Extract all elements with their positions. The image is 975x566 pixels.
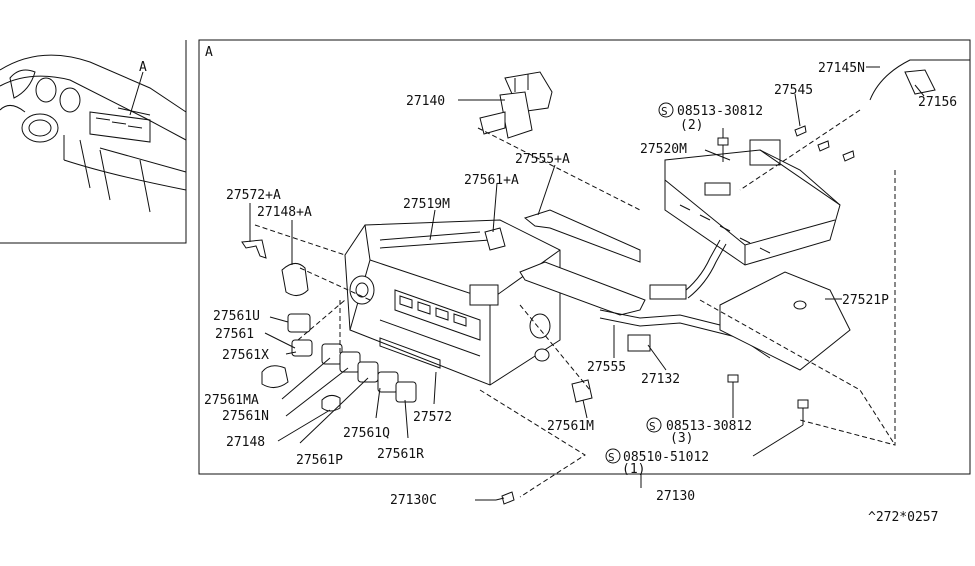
label-27561M: 27561M [547, 419, 594, 434]
label-27572A: 27572+A [226, 188, 281, 203]
push-buttons [261, 313, 441, 412]
label-27130C: 27130C [390, 493, 437, 508]
callout-labels: 27140 27145N 27156 27545 S 08513-30812 (… [204, 61, 957, 525]
label-27572: 27572 [413, 410, 452, 425]
label-27561U: 27561U [213, 309, 260, 324]
label-27148A: 27148+A [257, 205, 312, 220]
amplifier-part [664, 139, 841, 266]
frame-label: A [205, 45, 213, 60]
label-27561: 27561 [215, 327, 254, 342]
label-27561P: 27561P [296, 453, 343, 468]
sensor-cable [869, 59, 970, 101]
callout-08513-lower: S 08513-30812 (3) [646, 417, 752, 446]
label-27561A: 27561+A [464, 173, 519, 188]
label-08510: 08510-51012 [623, 450, 709, 465]
callout-08510: S 08510-51012 (1) [605, 448, 709, 477]
label-27148: 27148 [226, 435, 265, 450]
callout-08513-upper: S 08513-30812 (2) [658, 102, 763, 133]
s-symbol: S [649, 420, 656, 433]
label-27130: 27130 [656, 489, 695, 504]
qty-08510: (1) [622, 462, 645, 477]
label-27521P: 27521P [842, 293, 889, 308]
label-27555: 27555 [587, 360, 626, 375]
label-27156: 27156 [918, 95, 957, 110]
screws [495, 125, 855, 505]
label-27545: 27545 [774, 83, 813, 98]
s-symbol: S [608, 451, 615, 464]
leader-lines [249, 66, 925, 501]
label-27145N: 27145N [818, 61, 865, 76]
footer-code: ^272*0257 [868, 510, 938, 525]
label-27555A: 27555+A [515, 152, 570, 167]
part-drawings [241, 59, 970, 505]
label-27132: 27132 [641, 372, 680, 387]
clip-part [241, 239, 267, 259]
label-27561X: 27561X [222, 348, 269, 363]
socket-m-part [571, 379, 593, 403]
label-27519M: 27519M [403, 197, 450, 212]
label-27561N: 27561N [222, 409, 269, 424]
label-08513-lower: 08513-30812 [666, 419, 752, 434]
wire-harness-part [519, 209, 771, 359]
knob-part [281, 263, 309, 296]
label-27140: 27140 [406, 94, 445, 109]
s-symbol: S [661, 105, 668, 118]
socket-part [484, 227, 506, 251]
inset-dashboard-view: A [0, 40, 187, 244]
inset-callout-label: A [139, 60, 147, 75]
label-27561Q: 27561Q [343, 426, 390, 441]
bracket-part [719, 271, 851, 371]
label-27520M: 27520M [640, 142, 687, 157]
control-unit-part [344, 219, 561, 386]
diagram-frame [198, 39, 971, 475]
blower-switch-part [479, 71, 553, 139]
label-27561MA: 27561MA [204, 393, 259, 408]
qty-08513-lower: (3) [670, 431, 693, 446]
label-27561R: 27561R [377, 447, 424, 462]
sensor-part [904, 69, 936, 95]
qty-08513-upper: (2) [680, 118, 703, 133]
label-08513-upper: 08513-30812 [677, 104, 763, 119]
